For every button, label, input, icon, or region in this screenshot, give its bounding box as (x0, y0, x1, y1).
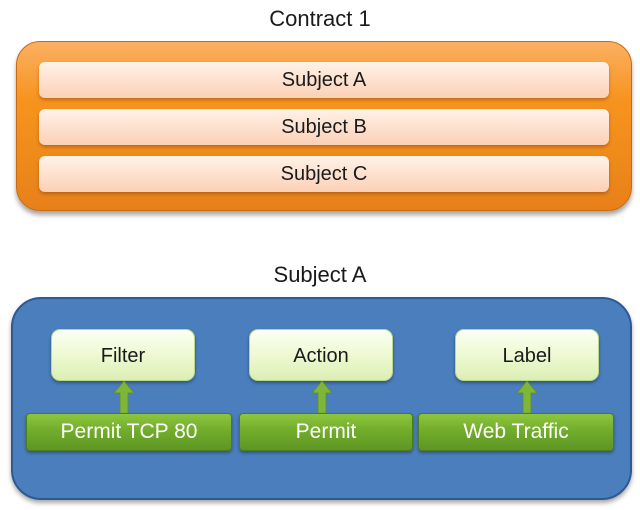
contract-panel: Subject A Subject B Subject C (16, 41, 632, 211)
contract-title: Contract 1 (269, 6, 371, 31)
filter-box: Filter (51, 329, 195, 381)
label-value: Web Traffic (418, 413, 614, 451)
label-box: Label (455, 329, 599, 381)
contract-subject-c: Subject C (39, 156, 609, 192)
subject-panel: Filter Action Label Permit TCP 80 Permit… (11, 297, 632, 500)
subject-detail-title: Subject A (273, 262, 367, 287)
up-arrow-icon (517, 381, 537, 415)
contract-subject-b: Subject B (39, 109, 609, 145)
filter-value: Permit TCP 80 (26, 413, 232, 451)
up-arrow-icon (312, 381, 332, 415)
action-box: Action (249, 329, 393, 381)
action-value: Permit (239, 413, 413, 451)
up-arrow-icon (114, 381, 134, 415)
contract-subject-a: Subject A (39, 62, 609, 98)
